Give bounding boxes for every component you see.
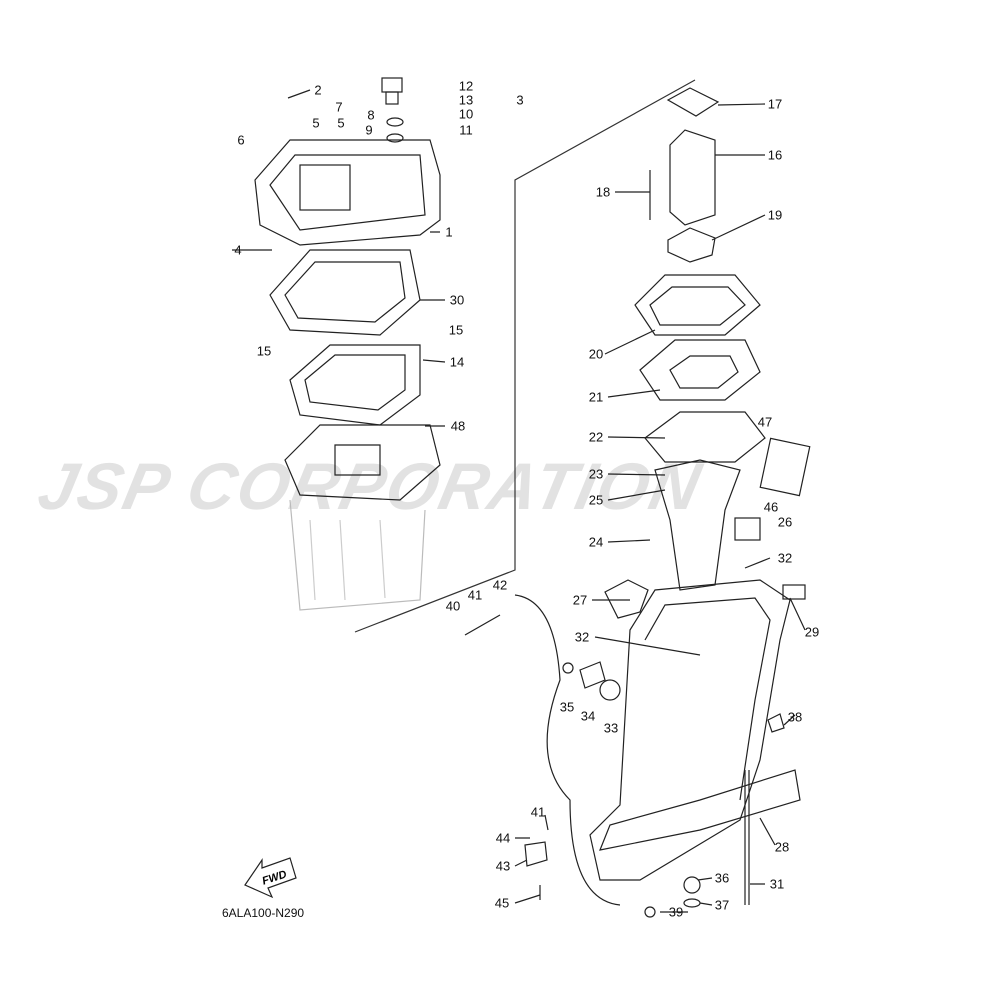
part-29	[782, 584, 806, 600]
part-oil-pan	[254, 139, 441, 246]
callout-47[interactable]: 47	[757, 414, 773, 430]
callout-39[interactable]: 39	[668, 904, 684, 920]
callout-32[interactable]: 32	[574, 629, 590, 645]
callout-17[interactable]: 17	[767, 96, 783, 112]
callout-7[interactable]: 7	[335, 99, 343, 115]
callout-5[interactable]: 5	[312, 115, 320, 131]
callout-41[interactable]: 41	[467, 587, 483, 603]
callout-31[interactable]: 31	[769, 876, 785, 892]
callout-12[interactable]: 12	[458, 78, 474, 94]
callout-15[interactable]: 15	[448, 322, 464, 338]
callout-15[interactable]: 15	[256, 343, 272, 359]
part-exhaust-16	[669, 129, 716, 226]
callout-2[interactable]: 2	[314, 82, 322, 98]
part-34	[579, 661, 606, 689]
callout-46[interactable]: 46	[763, 499, 779, 515]
callout-25[interactable]: 25	[588, 492, 604, 508]
callout-21[interactable]: 21	[588, 389, 604, 405]
callout-3[interactable]: 3	[516, 92, 524, 108]
part-upper-casing	[589, 579, 791, 881]
part-plate-21	[639, 339, 761, 401]
callout-11[interactable]: 11	[459, 122, 473, 138]
part-gasket-48	[284, 424, 441, 501]
part-40	[464, 614, 501, 636]
callout-20[interactable]: 20	[588, 346, 604, 362]
part-hose	[514, 594, 621, 906]
group-divider-line	[354, 79, 696, 633]
callout-29[interactable]: 29	[804, 624, 820, 640]
callout-14[interactable]: 14	[449, 354, 465, 370]
callout-23[interactable]: 23	[588, 466, 604, 482]
callout-38[interactable]: 38	[787, 709, 803, 725]
part-plate-22	[644, 411, 766, 463]
callout-26[interactable]: 26	[777, 514, 793, 530]
callout-4[interactable]: 4	[234, 242, 242, 258]
callout-8[interactable]: 8	[367, 107, 375, 123]
callout-45[interactable]: 45	[494, 895, 510, 911]
callout-13[interactable]: 13	[458, 92, 474, 108]
part-plug	[381, 77, 403, 93]
part-gasket-30	[269, 249, 421, 336]
callout-48[interactable]: 48	[450, 418, 466, 434]
part-gasket-17	[666, 87, 720, 117]
part-gasket-20	[634, 274, 761, 336]
callout-1[interactable]: 1	[445, 224, 453, 240]
part-exhaust-guide	[654, 459, 741, 591]
callout-42[interactable]: 42	[492, 577, 508, 593]
callout-37[interactable]: 37	[714, 897, 730, 913]
callout-10[interactable]: 10	[458, 106, 474, 122]
callout-36[interactable]: 36	[714, 870, 730, 886]
callout-34[interactable]: 34	[580, 708, 596, 724]
callout-30[interactable]: 30	[449, 292, 465, 308]
callout-9[interactable]: 9	[365, 122, 373, 138]
callout-40[interactable]: 40	[445, 598, 461, 614]
callout-35[interactable]: 35	[559, 699, 575, 715]
callout-44[interactable]: 44	[495, 830, 511, 846]
part-lower-block	[289, 499, 426, 611]
callout-32[interactable]: 32	[777, 550, 793, 566]
callout-5[interactable]: 5	[337, 115, 345, 131]
part-33	[599, 679, 621, 701]
callout-19[interactable]: 19	[767, 207, 783, 223]
callout-24[interactable]: 24	[588, 534, 604, 550]
part-bracket-46	[759, 437, 811, 497]
callout-16[interactable]: 16	[767, 147, 783, 163]
callout-28[interactable]: 28	[774, 839, 790, 855]
part-seal-19	[667, 227, 716, 263]
callout-22[interactable]: 22	[588, 429, 604, 445]
callout-33[interactable]: 33	[603, 720, 619, 736]
callout-27[interactable]: 27	[572, 592, 588, 608]
part-rubber-26	[734, 517, 761, 541]
diagram-code: 6ALA100-N290	[222, 906, 305, 920]
callout-43[interactable]: 43	[495, 858, 511, 874]
callout-41[interactable]: 41	[530, 804, 546, 820]
callout-18[interactable]: 18	[595, 184, 611, 200]
callout-6[interactable]: 6	[237, 132, 245, 148]
part-plate-14	[289, 344, 421, 426]
part-43	[524, 841, 548, 867]
part-seal-27	[604, 579, 649, 619]
